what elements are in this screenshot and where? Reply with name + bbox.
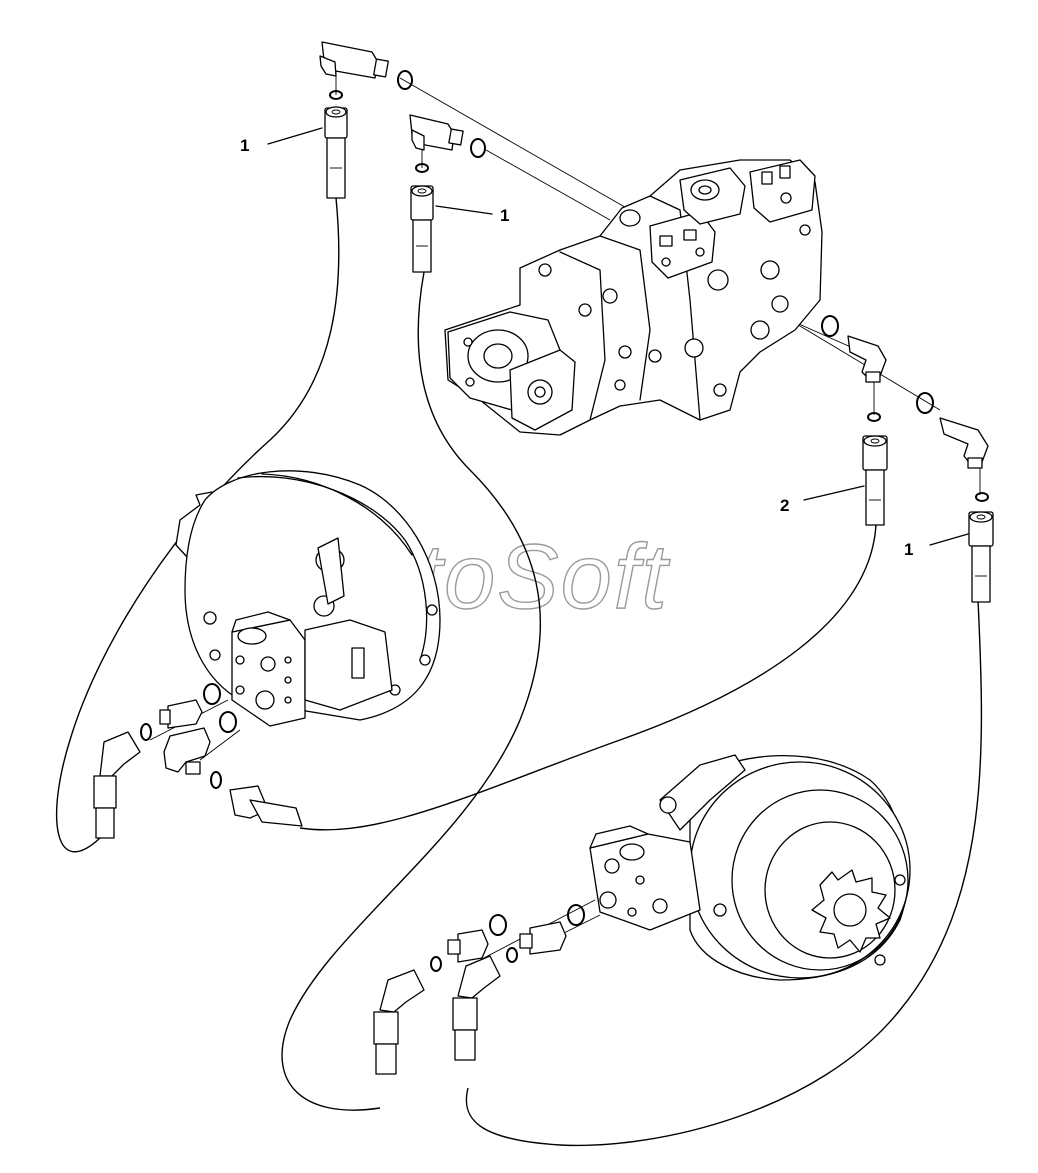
hose-c xyxy=(299,524,877,831)
callout-1-top-left: 1 xyxy=(240,127,323,155)
hose-lines xyxy=(55,197,983,1147)
hose-a xyxy=(55,197,340,853)
callout-1-far-right: 1 xyxy=(904,533,969,559)
hose-end-fitting-3 xyxy=(862,435,888,526)
hose-d xyxy=(465,599,983,1147)
hose-b xyxy=(281,271,542,1111)
o-ring xyxy=(329,90,343,100)
top-elbow-fitting-2 xyxy=(409,114,486,158)
right-elbow-fitting-1 xyxy=(821,315,887,383)
callout-label: 1 xyxy=(904,540,913,559)
callout-label: 1 xyxy=(500,206,509,225)
callout-2-right: 2 xyxy=(780,485,865,515)
hose-end-fitting-2 xyxy=(410,185,434,273)
right-travel-motor xyxy=(589,754,911,981)
hose-end-fitting-1 xyxy=(324,106,348,199)
left-motor-fittings xyxy=(93,683,303,839)
callout-label: 1 xyxy=(240,136,249,155)
top-elbow-fitting-1 xyxy=(319,41,413,90)
callout-1-top-center: 1 xyxy=(435,205,509,225)
left-travel-motor xyxy=(175,470,441,727)
o-ring xyxy=(867,412,881,422)
hydraulic-pump-assembly xyxy=(444,159,823,436)
o-ring xyxy=(415,163,429,173)
o-ring xyxy=(975,492,989,502)
right-motor-fittings xyxy=(373,904,585,1075)
right-elbow-fitting-2 xyxy=(916,392,989,469)
hose-end-fitting-4 xyxy=(968,511,994,603)
callout-label: 2 xyxy=(780,496,789,515)
